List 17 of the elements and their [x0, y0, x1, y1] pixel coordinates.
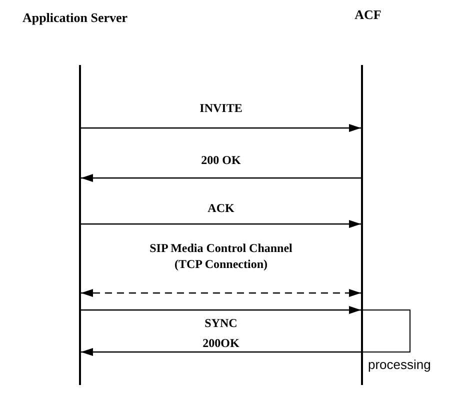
arrow [81, 220, 361, 228]
edge-label: INVITE [200, 100, 242, 116]
arrow [81, 174, 361, 182]
arrow [81, 348, 361, 356]
edge-label: SYNC [204, 315, 238, 331]
edge-label: ACK [208, 200, 234, 216]
edge-label: 200OK [202, 335, 240, 351]
lifeline-heading: Application Server [22, 10, 128, 26]
edge-label: 200 OK [201, 152, 241, 168]
arrow [81, 289, 361, 297]
lifeline [361, 65, 363, 385]
arrow [81, 306, 361, 314]
lifeline [79, 65, 81, 385]
arrow [81, 124, 361, 132]
note-text: processing [368, 357, 431, 372]
edge-label: SIP Media Control Channel (TCP Connection) [148, 240, 294, 272]
lifeline-heading: ACF [354, 7, 382, 23]
